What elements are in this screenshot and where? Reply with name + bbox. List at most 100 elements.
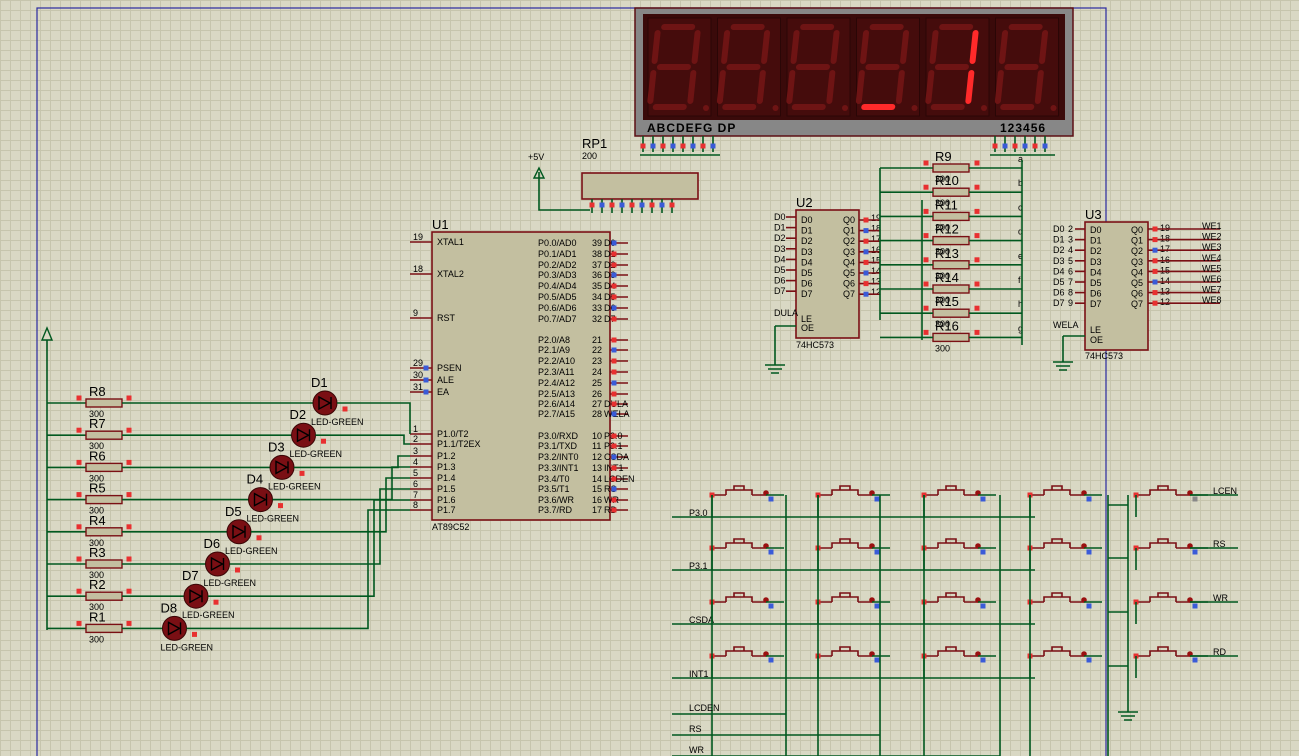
keypad-button[interactable] bbox=[921, 538, 997, 570]
keypad-button[interactable] bbox=[1133, 538, 1209, 570]
led-icon bbox=[205, 551, 230, 577]
u1-pin-name: P3.3/INT1 bbox=[538, 463, 579, 473]
keypad-button[interactable] bbox=[815, 485, 891, 517]
keypad-button[interactable] bbox=[921, 485, 997, 517]
u3-pin-name: Q1 bbox=[1131, 236, 1143, 246]
u3-net-label: D3 bbox=[1053, 256, 1065, 266]
segment-net-label: a bbox=[1018, 154, 1023, 164]
keypad-button[interactable] bbox=[921, 646, 997, 678]
u2-pin-number: 15 bbox=[871, 255, 881, 265]
u1-pin-number: 1 bbox=[413, 424, 418, 434]
u3-pin-number: 18 bbox=[1160, 234, 1170, 244]
u1-pin-name: P0.0/AD0 bbox=[538, 238, 577, 248]
keypad-button[interactable] bbox=[1133, 646, 1209, 678]
keypad-button[interactable] bbox=[815, 646, 891, 678]
keypad-button[interactable] bbox=[921, 592, 997, 624]
u1-pin-number: 22 bbox=[592, 345, 602, 355]
u1-pin-name: EA bbox=[437, 387, 449, 397]
u1-pin-number: 29 bbox=[413, 358, 423, 368]
u2-pin-number: 14 bbox=[871, 266, 881, 276]
keypad-button[interactable] bbox=[815, 592, 891, 624]
u1-pin-name: PSEN bbox=[437, 363, 462, 373]
u1-net-label: D6 bbox=[604, 303, 616, 313]
u3-net-label: WE5 bbox=[1202, 263, 1222, 273]
keypad-button[interactable] bbox=[1133, 592, 1209, 624]
u3-net-label: WE1 bbox=[1202, 221, 1222, 231]
u2-net-label: D6 bbox=[774, 276, 786, 286]
segment-net-label: d bbox=[1018, 227, 1023, 237]
u2-pin-name: Q4 bbox=[843, 257, 855, 267]
u3-pin-name: D6 bbox=[1090, 289, 1102, 299]
keypad-button[interactable] bbox=[1027, 646, 1103, 678]
resistor-value: 300 bbox=[935, 319, 950, 329]
resistor-pack-rp1[interactable]: RP1 200 +5V bbox=[528, 136, 699, 213]
u3-pin-name: D2 bbox=[1090, 246, 1102, 256]
keypad-button[interactable] bbox=[815, 538, 891, 570]
u1-net-label: D3 bbox=[604, 270, 616, 280]
led-ref: D8 bbox=[161, 600, 178, 615]
u1-pin-number: 17 bbox=[592, 505, 602, 515]
u2-pin-name: D4 bbox=[801, 257, 813, 267]
resistor-icon bbox=[932, 235, 970, 246]
u3-pin-number: 3 bbox=[1068, 235, 1073, 245]
u1-pin-number: 35 bbox=[592, 281, 602, 291]
keypad-row-net: P3.1 bbox=[689, 561, 708, 571]
led-icon bbox=[291, 422, 316, 448]
ground-icon bbox=[1053, 361, 1073, 371]
resistor-icon bbox=[932, 332, 970, 343]
power-arrow-icon bbox=[532, 166, 546, 179]
u3-pin-name: Q5 bbox=[1131, 278, 1143, 288]
resistor-value: 300 bbox=[89, 538, 104, 548]
u1-pin-name: P2.3/A11 bbox=[538, 367, 574, 377]
keypad-button[interactable] bbox=[1027, 592, 1103, 624]
keypad-button[interactable] bbox=[1133, 485, 1209, 517]
supply-label: +5V bbox=[528, 152, 544, 162]
keypad-button[interactable] bbox=[709, 538, 785, 570]
u3-net-label: D6 bbox=[1053, 288, 1065, 298]
display-digits-label: 123456 bbox=[1000, 121, 1046, 135]
keypad-button[interactable] bbox=[1027, 485, 1103, 517]
u3-pin-name: D4 bbox=[1090, 267, 1102, 277]
u1-pin-number: 16 bbox=[592, 495, 602, 505]
u2-pin-name: D5 bbox=[801, 268, 813, 278]
u1-pin-number: 4 bbox=[413, 457, 418, 467]
resistor-value: 300 bbox=[935, 271, 950, 281]
seven-segment-display[interactable]: ABCDEFG DP 123456 bbox=[634, 7, 1074, 156]
keypad-button[interactable] bbox=[709, 646, 785, 678]
resistor-ref: R13 bbox=[935, 246, 959, 261]
u1-pin-name: P2.6/A14 bbox=[538, 399, 575, 409]
keypad-button[interactable] bbox=[709, 485, 785, 517]
u3-net-label: D2 bbox=[1053, 245, 1065, 255]
led-icon bbox=[183, 583, 209, 609]
u1-pin-number: 23 bbox=[592, 356, 602, 366]
keypad-button[interactable] bbox=[709, 592, 785, 624]
resistor-icon bbox=[932, 308, 970, 318]
u1-pin-name: P3.0/RXD bbox=[538, 431, 579, 441]
u1-pin-number: 30 bbox=[413, 370, 423, 380]
keypad-button[interactable] bbox=[1027, 538, 1103, 570]
u2-pin-number: 18 bbox=[871, 224, 881, 234]
led-icon bbox=[312, 390, 338, 416]
u3-pin-number: 9 bbox=[1068, 298, 1073, 308]
resistor-ref: R7 bbox=[89, 416, 106, 431]
